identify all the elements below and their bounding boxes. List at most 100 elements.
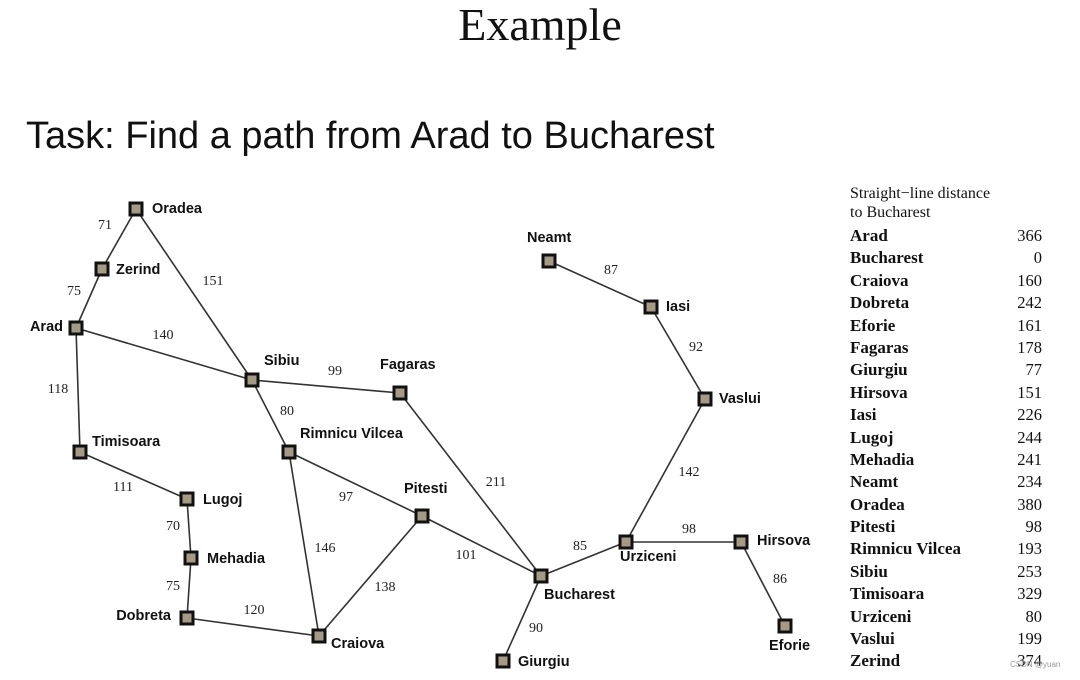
distance-label-arad-sibiu: 140 (153, 328, 174, 343)
road-craiova-pitesti (318, 515, 423, 637)
road-bucharest-urziceni (540, 541, 627, 577)
distance-labels-layer: 7175151140118998011170751201469713810121… (48, 218, 787, 636)
table-city-name: Bucharest (850, 248, 924, 268)
table-city-name: Oradea (850, 494, 905, 514)
city-neamt: Neamt (527, 230, 571, 269)
distance-label-mehadia-dobreta: 75 (166, 579, 180, 594)
city-iasi: Iasi (643, 299, 690, 315)
table-row: Bucharest 0 (850, 247, 1042, 269)
city-node-vaslui (697, 391, 713, 407)
city-timisoara: Timisoara (72, 434, 161, 460)
city-node-neamt (541, 253, 557, 269)
city-oradea: Oradea (128, 201, 203, 217)
slide-title: Example (458, 0, 622, 50)
city-node-bucharest (533, 568, 549, 584)
road-fagaras-bucharest (399, 392, 542, 577)
road-rimnicu-pitesti (288, 451, 423, 517)
city-rimnicu: Rimnicu Vilcea (281, 426, 404, 460)
city-node-timisoara (72, 444, 88, 460)
table-row: Lugoj 244 (850, 427, 1042, 449)
distance-label-arad-timisoara: 118 (48, 382, 68, 397)
road-hirsova-eforie (740, 541, 786, 627)
city-label-bucharest: Bucharest (544, 587, 615, 603)
table-city-name: Arad (850, 226, 888, 245)
city-label-mehadia: Mehadia (207, 551, 266, 567)
city-sibiu: Sibiu (244, 353, 299, 388)
distance-label-zerind-arad: 75 (67, 284, 81, 299)
table-city-name: Vaslui (850, 629, 895, 649)
table-distance-value: 178 (1017, 337, 1042, 357)
city-label-arad: Arad (30, 319, 63, 335)
city-node-zerind (94, 261, 110, 277)
city-node-lugoj (179, 491, 195, 507)
table-row: Arad 366 (850, 225, 1042, 247)
city-lugoj: Lugoj (179, 491, 242, 508)
distance-label-rimnicu-craiova: 146 (315, 541, 336, 556)
city-node-fagaras (392, 385, 408, 401)
table-distance-value: 0 (1033, 248, 1042, 268)
city-eforie: Eforie (769, 618, 810, 654)
city-label-sibiu: Sibiu (264, 353, 299, 369)
city-pitesti: Pitesti (404, 481, 448, 524)
road-pitesti-bucharest (421, 515, 542, 577)
city-giurgiu: Giurgiu (495, 653, 570, 670)
table-distance-value: 329 (1017, 584, 1042, 604)
city-label-neamt: Neamt (527, 230, 571, 246)
table-distance-value: 161 (1017, 315, 1042, 335)
table-distance-value: 151 (1017, 382, 1042, 402)
table-distance-value: 253 (1017, 561, 1042, 581)
city-node-pitesti (414, 508, 430, 524)
city-dobreta: Dobreta (116, 608, 195, 626)
distance-label-timisoara-lugoj: 111 (113, 480, 133, 495)
table-city-name: Neamt (850, 472, 899, 492)
table-city-name: Fagaras (850, 337, 909, 357)
table-distance-value: 77 (1025, 360, 1043, 380)
table-city-name: Dobreta (850, 293, 910, 313)
road-bucharest-giurgiu (502, 575, 542, 662)
table-distance-value: 160 (1017, 270, 1042, 290)
city-node-rimnicu (281, 444, 297, 460)
road-rimnicu-craiova (288, 451, 320, 637)
road-oradea-sibiu (135, 208, 253, 381)
road-timisoara-lugoj (79, 451, 188, 500)
distance-label-urziceni-vaslui: 142 (679, 465, 700, 480)
distance-label-dobreta-craiova: 120 (244, 603, 265, 618)
distance-label-sibiu-rimnicu: 80 (280, 404, 294, 419)
distance-label-iasi-neamt: 87 (604, 263, 618, 278)
table-distance-value: 80 (1025, 606, 1043, 626)
city-node-arad (68, 320, 84, 336)
task-statement: Task: Find a path from Arad to Bucharest (26, 115, 715, 157)
road-urziceni-vaslui (625, 398, 706, 543)
table-city-name: Lugoj (850, 427, 894, 447)
table-distance-value: 244 (1017, 427, 1042, 447)
city-node-craiova (311, 628, 327, 644)
distance-label-rimnicu-pitesti: 97 (339, 490, 353, 505)
distance-label-oradea-sibiu: 151 (203, 274, 224, 289)
table-row: Eforie 161 (850, 315, 1042, 337)
distance-label-fagaras-bucharest: 211 (486, 475, 506, 490)
road-zerind-arad (75, 268, 103, 329)
city-node-oradea (128, 201, 144, 217)
table-city-name: Eforie (850, 315, 896, 335)
table-heading-line-2: to Bucharest (850, 204, 931, 221)
city-node-dobreta (179, 610, 195, 626)
road-dobreta-craiova (186, 617, 320, 637)
city-label-lugoj: Lugoj (203, 492, 242, 508)
road-sibiu-rimnicu (251, 379, 290, 453)
city-label-craiova: Craiova (331, 636, 385, 652)
city-arad: Arad (30, 319, 84, 336)
city-node-hirsova (733, 534, 749, 550)
table-distance-value: 366 (1017, 226, 1042, 245)
table-city-name: Iasi (850, 405, 877, 425)
